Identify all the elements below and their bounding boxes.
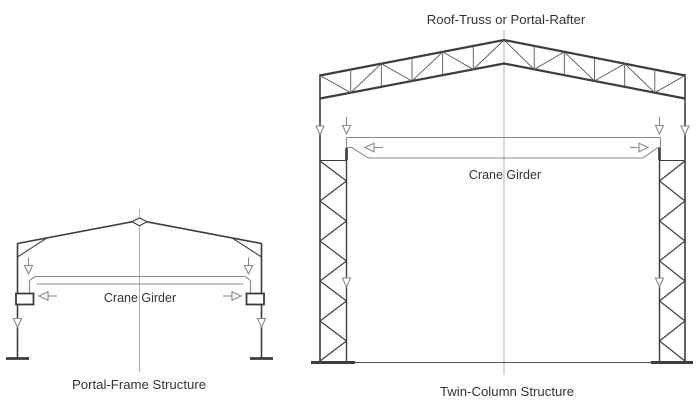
truss-end-posts — [319, 74, 686, 100]
twin-column-title: Roof-Truss or Portal-Rafter — [427, 12, 586, 27]
twin-crane-girder — [345, 136, 662, 159]
twin-column-diagram: Roof-Truss or Portal-Rafter Crane Girder… — [311, 12, 693, 399]
load-arrow-down-icon — [12, 317, 23, 329]
surge-arrow-right-icon — [630, 142, 650, 153]
load-arrow-down-icon — [256, 317, 267, 329]
truss-web-members — [319, 39, 686, 94]
portal-crane-girder-label: Crane Girder — [104, 291, 176, 305]
portal-crane-girder — [28, 275, 252, 294]
surge-arrow-left-icon — [363, 142, 383, 153]
twin-column-caption: Twin-Column Structure — [440, 384, 574, 399]
right-lattice-bracing — [658, 160, 686, 362]
load-arrow-down-icon — [654, 117, 665, 136]
right-haunch — [231, 237, 263, 259]
load-arrow-down-icon — [654, 277, 665, 289]
load-arrow-down-icon — [243, 257, 254, 276]
apex-diamond-icon — [130, 217, 149, 227]
twin-crane-girder-label: Crane Girder — [469, 168, 541, 182]
load-arrow-down-icon — [341, 277, 352, 289]
load-arrow-down-icon — [23, 257, 34, 276]
girder-seats — [345, 148, 661, 160]
right-corbel-bracket — [245, 292, 265, 306]
portal-frame-caption: Portal-Frame Structure — [72, 377, 206, 392]
left-lattice-bracing — [319, 160, 348, 362]
surge-arrow-left-icon — [37, 290, 57, 302]
surge-arrow-right-icon — [223, 290, 243, 302]
load-arrow-down-icon — [315, 125, 325, 136]
left-corbel-bracket — [15, 292, 35, 306]
left-haunch — [16, 237, 48, 259]
portal-frame-diagram: Crane Girder Portal-Frame Structure — [6, 209, 273, 392]
load-arrow-down-icon — [341, 117, 352, 136]
load-arrow-down-icon — [680, 125, 690, 136]
